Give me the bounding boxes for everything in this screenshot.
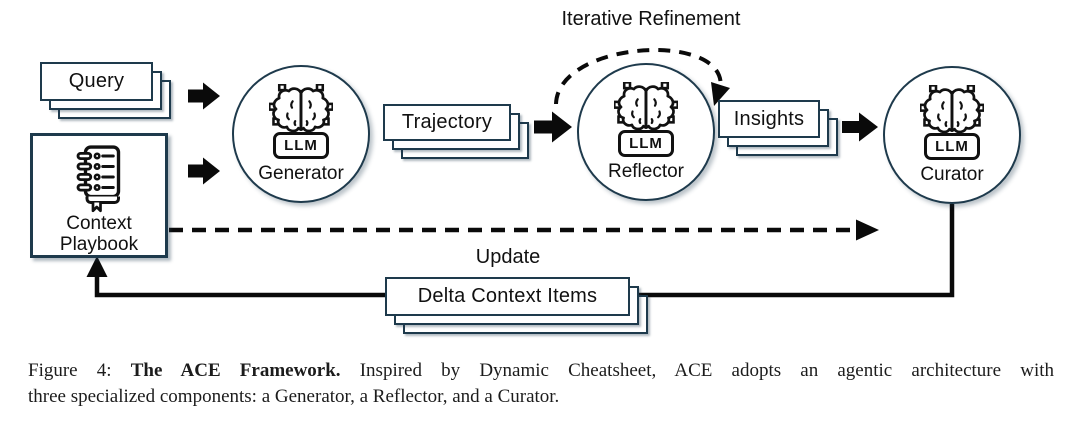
delta-context-items-box: Delta Context Items [385,277,648,334]
brain-circuit-icon [269,84,333,134]
update-arrowhead [856,219,879,241]
iterative-refinement-label: Iterative Refinement [561,8,741,30]
brain-circuit-icon [920,85,984,135]
figure-caption: Figure 4: The ACE Framework. Inspired by… [28,358,1054,410]
curator-node: LLM Curator [883,66,1021,204]
caption-rest: Inspired by Dynamic Cheatsheet, ACE adop… [340,360,1054,381]
brain-circuit-icon [614,82,678,132]
reflector-label: Reflector [607,160,685,182]
reflector-node: LLM Reflector [577,63,715,201]
notebook-icon [73,144,125,213]
llm-badge: LLM [273,131,329,159]
generator-node: LLM Generator [232,65,370,203]
flow-arrow-trajectory-to-reflector [534,111,572,143]
context-playbook-label-line1: Context [66,213,132,234]
curator-label: Curator [920,163,984,185]
flow-arrow-playbook-to-generator [188,157,220,185]
loop-arrowhead [711,82,730,106]
update-dashed-connector [169,219,879,241]
llm-badge: LLM [618,129,674,157]
insights-box-label: Insights [718,100,820,138]
caption-prefix: Figure 4: [28,360,131,381]
insights-box: Insights [718,100,838,156]
figure-caption-line1: Figure 4: The ACE Framework. Inspired by… [28,358,1054,384]
trajectory-box: Trajectory [383,104,529,159]
context-playbook-label: Context Playbook [60,213,138,255]
query-box-label: Query [40,62,153,101]
context-playbook-label-line2: Playbook [59,234,139,255]
llm-badge: LLM [924,132,980,160]
generator-label: Generator [258,162,344,184]
trajectory-box-label: Trajectory [383,104,511,141]
iterative-refinement-loop [554,48,730,106]
delta-box-label: Delta Context Items [385,277,630,316]
flow-arrow-insights-to-curator [842,112,878,142]
update-label: Update [475,246,541,268]
caption-bold-title: The ACE Framework. [130,360,341,381]
flow-arrow-query-to-generator [188,82,220,110]
context-playbook-box: Context Playbook [30,133,168,258]
query-box: Query [40,62,171,119]
feedback-arrowhead [86,256,108,277]
figure-caption-line2: three specialized components: a Generato… [28,386,560,407]
